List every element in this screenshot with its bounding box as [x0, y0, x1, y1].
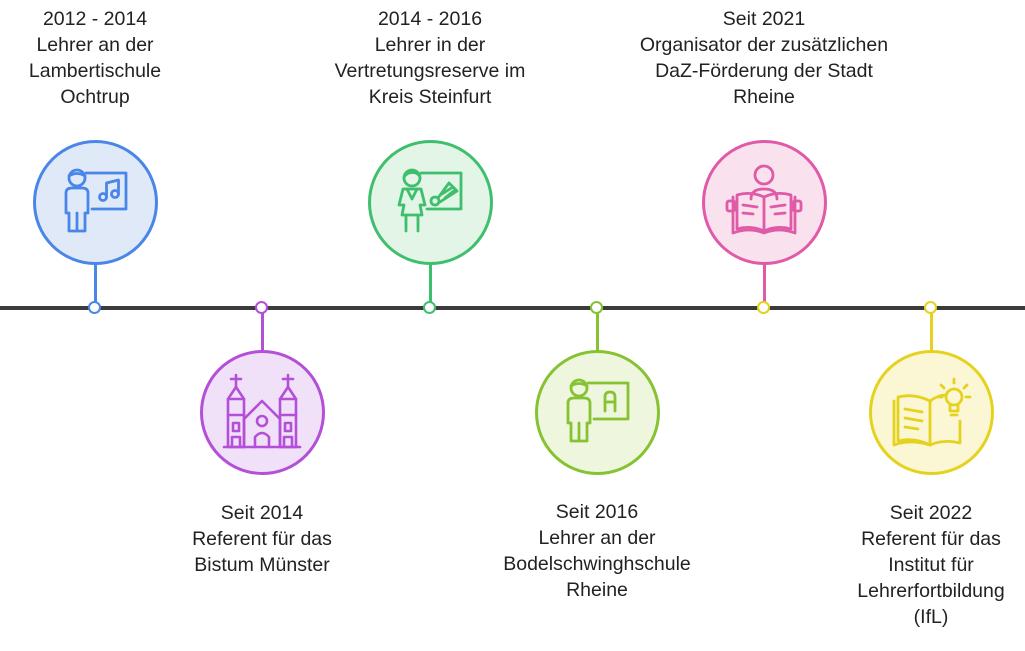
- event-label-4: Seit 2016 Lehrer an der Bodelschwinghsch…: [477, 499, 717, 603]
- timeline-dot-4: [590, 301, 603, 314]
- event-text-line: Lehrer an der: [36, 34, 154, 56]
- book-lightbulb-icon: [892, 377, 972, 447]
- connector-6: [929, 308, 933, 354]
- event-text-line: Lambertischule: [28, 60, 162, 82]
- event-date: Seit 2014: [220, 502, 304, 524]
- event-text-line: Rheine: [733, 86, 795, 108]
- sports-teacher-icon: [397, 168, 463, 233]
- event-text-line: Bistum Münster: [194, 554, 330, 576]
- event-date: 2014 - 2016: [377, 8, 483, 30]
- event-text-line: Rheine: [566, 579, 628, 601]
- event-text-line: Lehrer an der: [538, 527, 656, 549]
- event-text-line: Referent für das: [192, 528, 332, 550]
- timeline-dot-6: [924, 301, 937, 314]
- connector-1: [93, 262, 97, 308]
- connector-5: [762, 262, 766, 308]
- event-text-line: Institut für: [888, 554, 974, 576]
- event-date: Seit 2021: [722, 8, 806, 30]
- event-date: Seit 2016: [555, 501, 639, 523]
- event-date: 2012 - 2014: [42, 8, 148, 30]
- event-text-line: DaZ-Förderung der Stadt: [655, 60, 873, 82]
- event-label-6: Seit 2022 Referent für das Institut für …: [841, 500, 1021, 630]
- timeline-dot-2: [255, 301, 268, 314]
- music-teacher-icon: [64, 168, 128, 233]
- event-text-line: Ochtrup: [60, 86, 130, 108]
- event-text-line: (IfL): [913, 606, 949, 628]
- timeline-dot-1: [88, 301, 101, 314]
- event-text-line: Kreis Steinfurt: [368, 86, 492, 108]
- event-label-1: 2012 - 2014 Lehrer an der Lambertischule…: [0, 6, 215, 110]
- reading-person-icon: [725, 164, 803, 235]
- event-label-3: 2014 - 2016 Lehrer in der Vertretungsres…: [310, 6, 550, 110]
- timeline-dot-5: [757, 301, 770, 314]
- connector-4: [595, 308, 599, 354]
- timeline-axis: [0, 306, 1025, 310]
- event-date: Seit 2022: [889, 502, 973, 524]
- event-label-5: Seit 2021 Organisator der zusätzlichen D…: [624, 6, 904, 110]
- event-text-line: Lehrerfortbildung: [857, 580, 1005, 602]
- connector-2: [260, 308, 264, 354]
- event-circle-2: [199, 349, 325, 475]
- event-circle-5: [701, 139, 827, 265]
- event-text-line: Lehrer in der: [374, 34, 486, 56]
- language-teacher-icon: [566, 378, 630, 443]
- event-circle-4: [534, 349, 660, 475]
- event-label-2: Seit 2014 Referent für das Bistum Münste…: [142, 500, 382, 578]
- event-text-line: Vertretungsreserve im: [334, 60, 526, 82]
- timeline-dot-3: [423, 301, 436, 314]
- event-circle-6: [868, 349, 994, 475]
- event-text-line: Bodelschwinghschule: [503, 553, 691, 575]
- event-circle-1: [32, 139, 158, 265]
- connector-3: [428, 262, 432, 308]
- event-text-line: Referent für das: [861, 528, 1001, 550]
- church-icon: [222, 373, 302, 449]
- event-text-line: Organisator der zusätzlichen: [639, 34, 889, 56]
- event-circle-3: [367, 139, 493, 265]
